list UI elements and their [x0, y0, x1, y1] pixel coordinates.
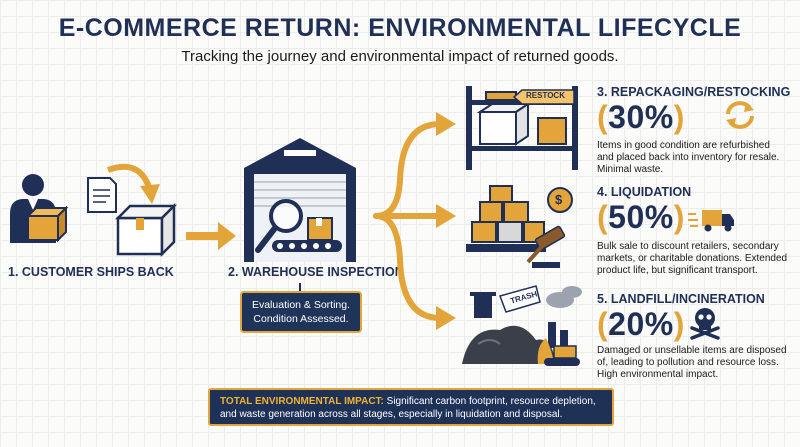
description-line: High environmental impact.: [597, 369, 719, 380]
magnifying-glass-icon: [255, 199, 303, 253]
bulldozer-icon: [544, 345, 580, 366]
description-line: Bulk sale to discount retailers, seconda…: [597, 241, 779, 252]
description-line: Items in good condition are refurbished: [597, 140, 770, 151]
outcome-landfill-percent: (20%): [597, 306, 685, 342]
total-impact-text-line2: and waste generation across all stages, …: [220, 409, 563, 420]
total-impact-lead: TOTAL ENVIRONMENTAL IMPACT:: [220, 396, 384, 407]
factory-icon: [546, 286, 582, 348]
description-line: and placed back into inventory for resal…: [597, 152, 780, 163]
outcome-landfill-heading: 5. LANDFILL/INCINERATION: [597, 292, 765, 306]
description-line: Damaged or unsellable items are disposed: [597, 345, 787, 356]
percent-value: 30%: [608, 99, 674, 135]
percent-value: 20%: [608, 306, 674, 342]
arrow-to-warehouse: [186, 222, 236, 250]
recycle-arrows-icon: [726, 101, 754, 129]
total-impact-box: TOTAL ENVIRONMENTAL IMPACT: Significant …: [208, 388, 614, 426]
restock-tag: [512, 89, 575, 105]
trash-can-icon: [470, 292, 496, 318]
page-title: E-COMMERCE RETURN: ENVIRONMENTAL LIFECYC…: [58, 14, 742, 42]
inspection-note-box: Evaluation & Sorting. Condition Assessed…: [240, 291, 362, 333]
description-line: markets, or charitable donations. Extend…: [597, 253, 788, 264]
outcome-restock-description: Items in good condition are refurbished …: [597, 140, 779, 176]
skull-crossbones-icon: [690, 308, 720, 340]
restock-tag-label: RESTOCK: [526, 91, 565, 100]
stage-2-label: 2. WAREHOUSE INSPECTION: [228, 265, 404, 279]
box-held-icon: [25, 205, 69, 243]
page-subtitle: Tracking the journey and environmental i…: [181, 48, 619, 65]
dollar-coin-icon: [547, 187, 573, 213]
stage-1-label: 1. CUSTOMER SHIPS BACK: [8, 265, 174, 279]
total-impact-text: Significant carbon footprint, resource d…: [383, 396, 596, 407]
outcome-liquidation-percent: (50%): [597, 199, 685, 235]
inspection-note-line: Condition Assessed.: [253, 313, 349, 325]
gavel-icon: [526, 225, 566, 268]
delivery-truck-icon: [688, 210, 734, 232]
description-line: product life, but significant transport.: [597, 265, 758, 276]
curved-arrow-icon: [106, 163, 153, 192]
return-box-icon: [114, 202, 178, 258]
return-document-icon: [87, 177, 117, 213]
description-line: Minimal waste.: [597, 164, 664, 175]
description-line: of, leading to pollution and resource lo…: [597, 357, 779, 368]
outcome-restock-percent: (30%): [597, 99, 685, 135]
outcome-liquidation-description: Bulk sale to discount retailers, seconda…: [597, 241, 787, 277]
inspection-note-line: Evaluation & Sorting.: [251, 299, 351, 311]
outcome-landfill-description: Damaged or unsellable items are disposed…: [597, 345, 787, 381]
percent-value: 50%: [608, 199, 674, 235]
dollar-sign-glyph: $: [555, 192, 563, 207]
outcome-liquidation-heading: 4. LIQUIDATION: [597, 185, 692, 199]
outcome-restock-heading: 3. REPACKAGING/RESTOCKING: [597, 85, 791, 99]
